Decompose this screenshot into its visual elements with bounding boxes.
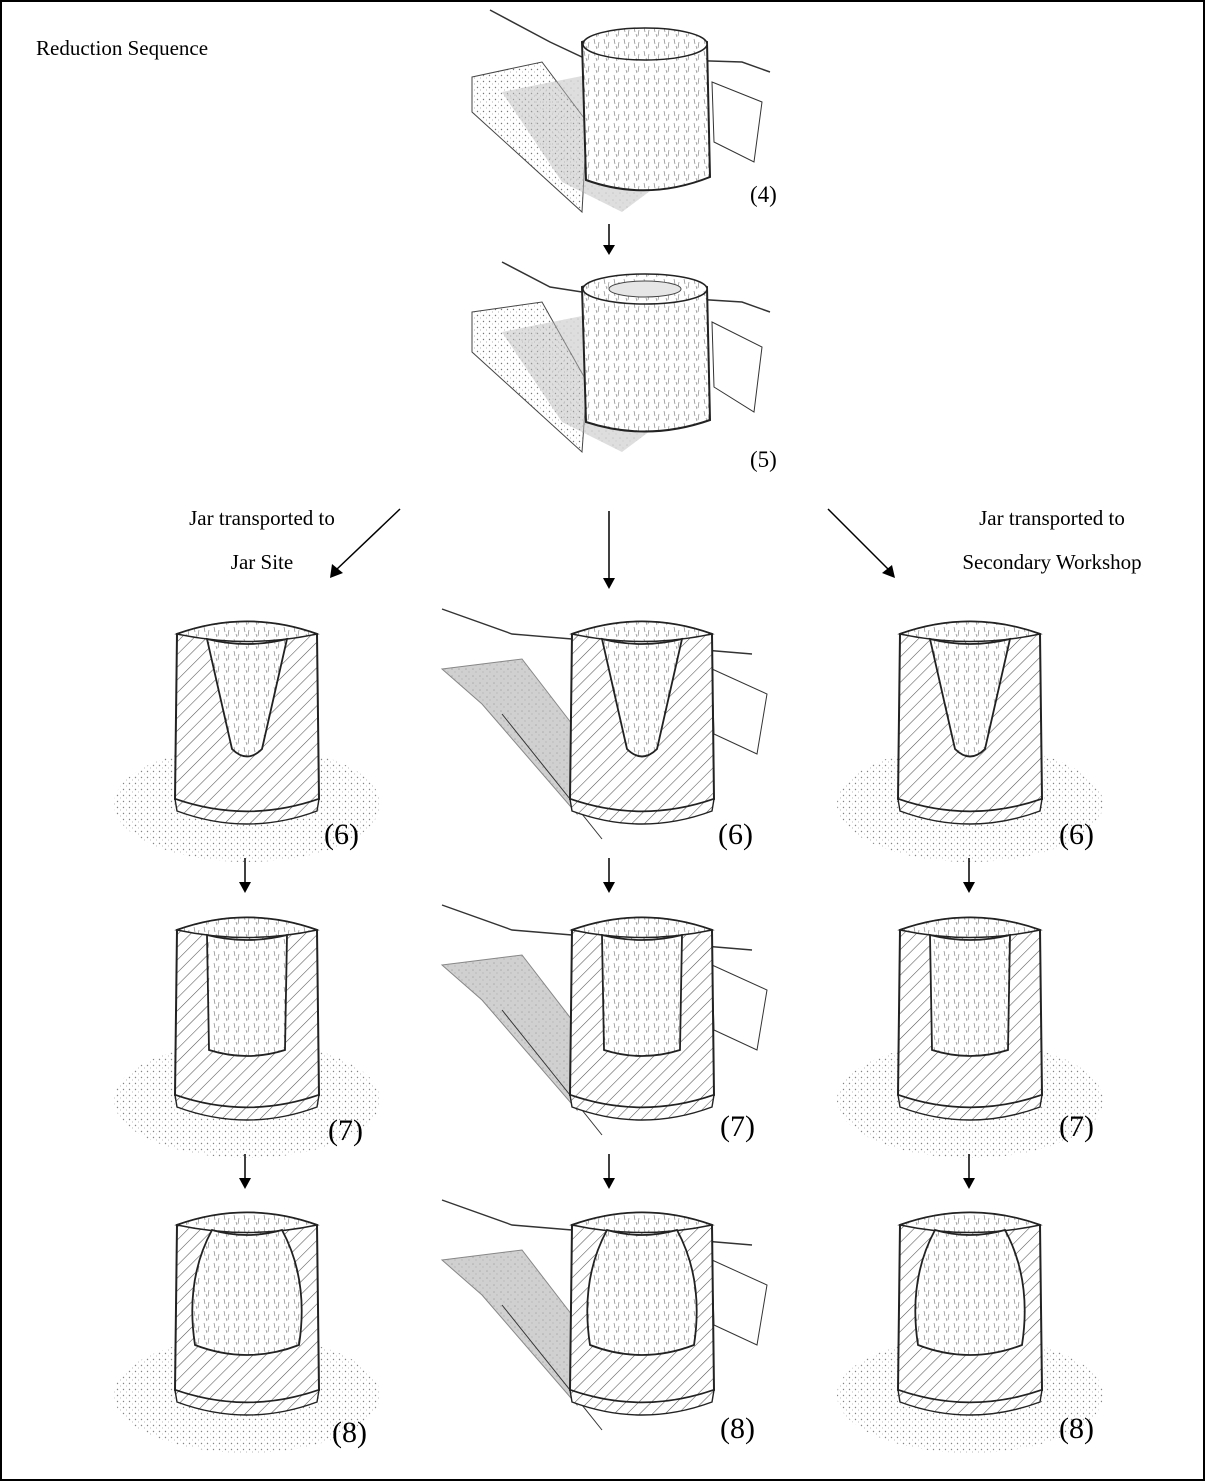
step-label-6-left: (6)	[324, 820, 359, 850]
branch-left-line2: Jar Site	[152, 552, 372, 573]
quarry-drawing-step-5	[472, 262, 770, 452]
arrow-4-to-5	[603, 224, 615, 255]
branch-right-line1: Jar transported to	[927, 508, 1177, 529]
jar-cutaway-center-step-6	[442, 609, 767, 839]
figure-title: Reduction Sequence	[36, 38, 208, 59]
branch-arrow-center	[603, 511, 615, 589]
step-label-5: (5)	[750, 448, 777, 471]
step-label-8-center: (8)	[720, 1414, 755, 1444]
branch-right-line2: Secondary Workshop	[927, 552, 1177, 573]
branch-arrow-right	[828, 509, 895, 578]
step-label-6-center: (6)	[718, 820, 753, 850]
jar-cutaway-center-step-8	[442, 1200, 767, 1430]
step-label-4: (4)	[750, 183, 777, 206]
step-label-8-left: (8)	[332, 1418, 367, 1448]
branch-left-line1: Jar transported to	[152, 508, 372, 529]
step-label-7-left: (7)	[328, 1116, 363, 1146]
step-label-7-right: (7)	[1059, 1112, 1094, 1142]
jar-cutaway-center-step-7	[442, 905, 767, 1135]
quarry-drawing-step-4	[472, 10, 770, 212]
step-label-6-right: (6)	[1059, 820, 1094, 850]
step-label-8-right: (8)	[1059, 1414, 1094, 1444]
step-label-7-center: (7)	[720, 1112, 755, 1142]
